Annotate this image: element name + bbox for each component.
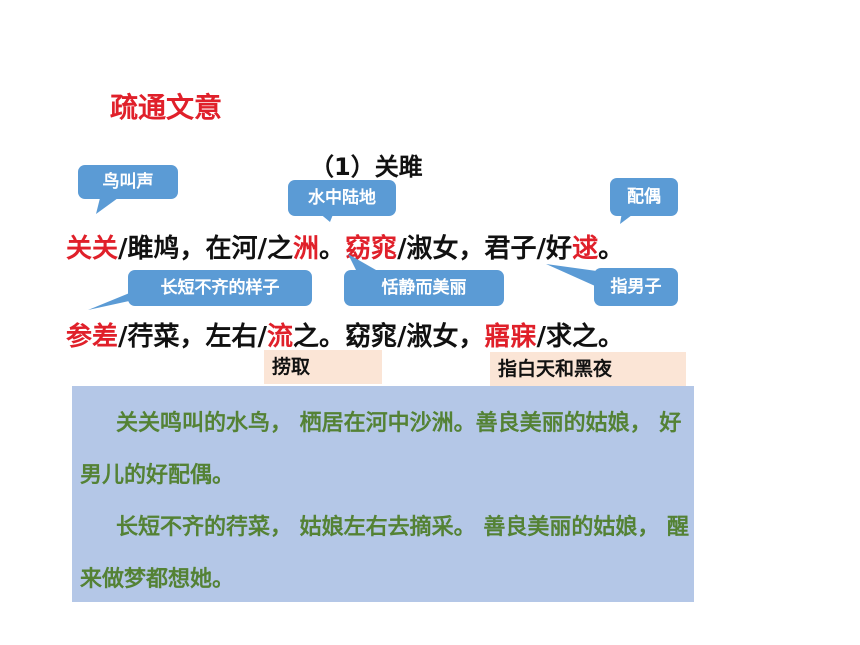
poem-segment: 参差	[66, 322, 119, 352]
translation-para-1: 关关鸣叫的水鸟， 栖居在河中沙洲。善良美丽的姑娘， 好男儿的好配偶。	[80, 398, 690, 502]
callout-tail-niao	[96, 198, 118, 214]
poem-title: （1）关雎	[310, 153, 423, 181]
callout-niao-jiao-sheng: 鸟叫声	[78, 165, 178, 199]
poem-segment: 流	[267, 322, 294, 352]
poem-segment: 。	[319, 234, 346, 264]
poem-segment: 洲	[293, 234, 320, 264]
translation-para-2: 长短不齐的荇菜， 姑娘左右去摘采。 善良美丽的姑娘， 醒来做梦都想她。	[80, 502, 690, 606]
poem-segment: 寤寐	[484, 322, 537, 352]
poem-segment: /淑女，君子/好	[397, 234, 573, 264]
poem-segment: 。	[598, 234, 625, 264]
poem-line-2: 参差/荇菜，左右/流之。窈窕/淑女，寤寐/求之。	[66, 316, 624, 353]
translation-text-1: 关关鸣叫的水鸟， 栖居在河中沙洲。善良美丽的姑娘， 好男儿的好配偶。	[80, 411, 682, 488]
poem-segment: /求之。	[536, 322, 625, 352]
poem-segment: 逑	[572, 234, 599, 264]
poem-segment: /雎鸠，在河/之	[118, 234, 294, 264]
poem-segment: /荇菜，左右/	[118, 322, 268, 352]
callout-pei-ou: 配偶	[610, 178, 678, 216]
translation-panel: 关关鸣叫的水鸟， 栖居在河中沙洲。善良美丽的姑娘， 好男儿的好配偶。 长短不齐的…	[72, 386, 694, 602]
translation-text-2: 长短不齐的荇菜， 姑娘左右去摘采。 善良美丽的姑娘， 醒来做梦都想她。	[80, 515, 689, 592]
callout-tail-tian	[348, 254, 376, 270]
note-zhou-ye: 指白天和黑夜	[490, 352, 686, 386]
poem-line-1: 关关/雎鸠，在河/之洲。窈窕/淑女，君子/好逑。	[66, 228, 624, 265]
poem-segment: 之。窈窕/淑女，	[293, 322, 485, 352]
slide-title: 疏通文意	[110, 91, 223, 124]
note-lao-qu: 捞取	[264, 350, 382, 384]
callout-shui-zhong-lu-di: 水中陆地	[288, 180, 396, 216]
poem-segment: 关关	[66, 234, 119, 264]
callout-tail-zhi	[546, 264, 604, 290]
callout-chang-duan: 长短不齐的样子	[128, 270, 312, 306]
callout-tian-jing: 恬静而美丽	[344, 270, 504, 306]
callout-zhi-nan-zi: 指男子	[594, 268, 678, 306]
